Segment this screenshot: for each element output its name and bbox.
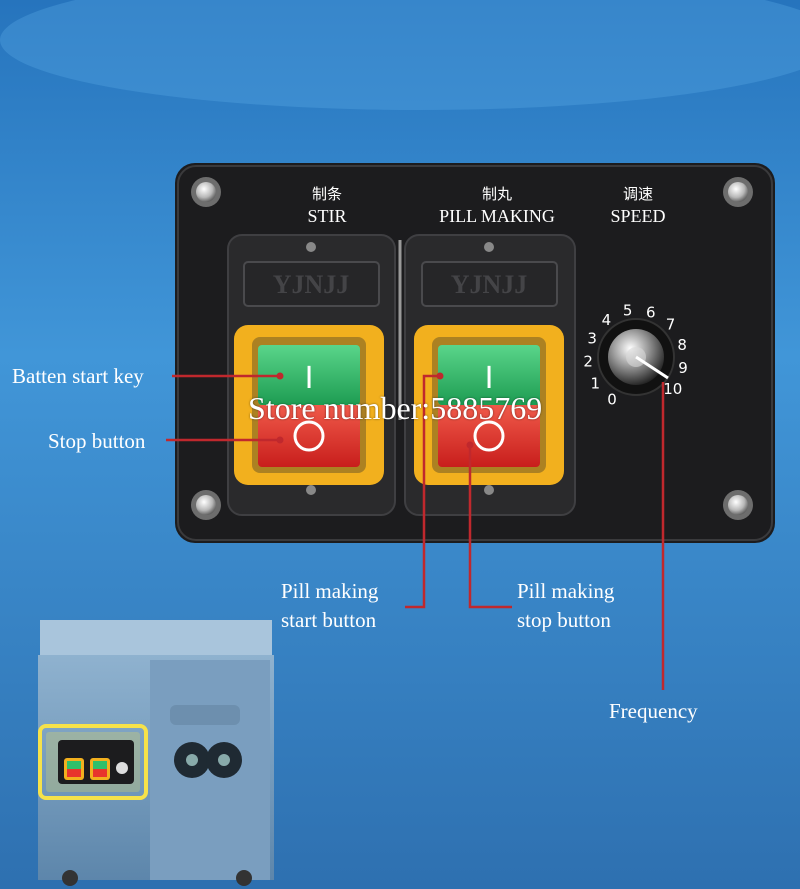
on-symbol: I: [305, 361, 314, 396]
dial-tick-3: 3: [587, 330, 597, 348]
dial-tick-2: 2: [583, 352, 593, 370]
brand-logo-left: YJNJJ: [273, 270, 350, 299]
label-pill-stop-line2: stop button: [517, 608, 611, 632]
label-batten-start-key: Batten start key: [12, 364, 144, 388]
store-watermark: Store number:5885769: [248, 390, 543, 426]
stir-stop-button[interactable]: [258, 405, 360, 467]
dial-tick-10: 10: [663, 380, 682, 398]
dial-tick-7: 7: [666, 316, 676, 334]
off-symbol-icon: [293, 420, 325, 452]
pill-label-cn: 制丸: [482, 185, 512, 203]
pill-making-start-button[interactable]: I: [438, 345, 540, 405]
off-symbol-icon: [473, 420, 505, 452]
pill-label-en: PILL MAKING: [439, 206, 555, 226]
on-symbol: I: [485, 361, 494, 396]
dial-tick-9: 9: [678, 359, 688, 377]
batten-start-key[interactable]: I: [258, 345, 360, 405]
pill-switch-unit: YJNJJ I: [404, 234, 576, 516]
screw-icon: [191, 177, 221, 207]
label-pill-start-line2: start button: [281, 608, 377, 632]
dial-tick-4: 4: [602, 311, 612, 329]
label-frequency: Frequency: [609, 699, 698, 723]
pill-making-stop-button[interactable]: [438, 405, 540, 467]
stir-switch-unit: YJNJJ I: [227, 234, 396, 516]
label-stop-button: Stop button: [48, 429, 146, 453]
dial-tick-6: 6: [646, 303, 656, 321]
leader-pill-stop: [468, 445, 512, 609]
label-pill-start-line1: Pill making: [281, 579, 379, 603]
label-pill-stop-line1: Pill making: [517, 579, 615, 603]
stir-label-cn: 制条: [312, 185, 342, 203]
leader-pill-start: [405, 374, 440, 609]
screw-icon: [191, 490, 221, 520]
dial-tick-0: 0: [607, 391, 617, 409]
dial-pointer: [635, 355, 669, 380]
dial-tick-1: 1: [591, 374, 601, 392]
speed-label-cn: 调速: [623, 185, 653, 203]
dial-tick-8: 8: [677, 336, 687, 354]
dial-tick-5: 5: [623, 302, 633, 320]
brand-logo-right: YJNJJ: [451, 270, 528, 299]
leader-lines: [166, 374, 665, 690]
screw-icon: [723, 177, 753, 207]
machine-thumbnail: [38, 620, 274, 886]
screw-icon: [723, 490, 753, 520]
stir-label-en: STIR: [307, 206, 346, 226]
speed-label-en: SPEED: [610, 206, 665, 226]
